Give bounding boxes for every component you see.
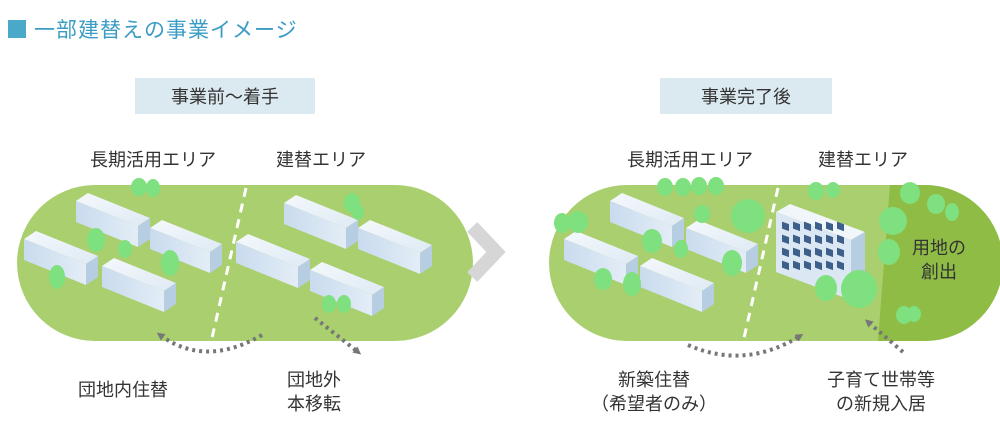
area-label-rebuild-after: 建替エリア <box>818 150 908 171</box>
new-housing-label: 新築住替 （希望者のみ） <box>584 369 724 417</box>
trees-after <box>554 177 959 324</box>
trees-before <box>49 178 364 313</box>
area-label-rebuild-before: 建替エリア <box>276 150 366 171</box>
land-creation-line1: 用地の <box>912 238 966 259</box>
families-line2: の新規入居 <box>836 394 926 415</box>
tree-icon <box>731 199 765 233</box>
tree-icon <box>322 295 336 313</box>
tree-icon <box>623 272 641 296</box>
tree-icon <box>657 178 673 196</box>
tree-icon <box>808 182 824 200</box>
new-housing-line2: （希望者のみ） <box>591 394 717 415</box>
tree-icon <box>674 240 688 258</box>
building-icon <box>76 193 150 247</box>
land-creation-label: 用地の 創出 <box>906 237 972 285</box>
building-icon <box>102 258 176 312</box>
area-label-long-term-before: 長期活用エリア <box>90 150 216 171</box>
tree-icon <box>691 177 707 195</box>
building-icon <box>284 195 358 249</box>
tree-icon <box>826 182 840 198</box>
tree-icon <box>927 194 945 214</box>
area-label-long-term-after: 長期活用エリア <box>627 150 753 171</box>
move-outside-line1: 団地外 <box>287 370 341 391</box>
building-icon <box>358 220 432 274</box>
tree-icon <box>900 182 920 204</box>
families-label: 子育て世帯等 の新規入居 <box>806 369 956 417</box>
tree-icon <box>675 178 691 196</box>
stage-label-before: 事業前～着手 <box>135 78 315 114</box>
stage-label-after: 事業完了後 <box>660 78 832 114</box>
new-building-icon <box>776 204 865 300</box>
dotted-arrow-new-housing <box>687 333 804 358</box>
new-housing-line1: 新築住替 <box>618 370 690 391</box>
tree-icon <box>945 203 959 221</box>
dotted-arrow-inside <box>156 332 264 354</box>
tree-icon <box>49 265 65 289</box>
dotted-arrow-families <box>864 319 905 354</box>
tree-icon <box>554 213 570 233</box>
dotted-arrow-outside <box>313 316 362 355</box>
title-text: 一部建替えの事業イメージ <box>34 18 298 42</box>
families-line1: 子育て世帯等 <box>827 370 935 391</box>
tree-icon <box>568 211 588 233</box>
building-icon <box>236 234 310 288</box>
tree-icon <box>708 177 724 195</box>
tree-icon <box>642 229 662 253</box>
tree-icon <box>352 204 364 220</box>
building-icon <box>640 258 714 312</box>
tree-icon <box>841 270 877 308</box>
building-icon <box>150 220 222 273</box>
tree-icon <box>87 228 105 252</box>
tree-icon <box>878 239 900 265</box>
buildings-before <box>24 193 432 316</box>
move-outside-label: 団地外 本移転 <box>272 369 356 417</box>
tree-icon <box>337 295 351 313</box>
tree-icon <box>161 250 179 276</box>
building-icon <box>310 262 384 316</box>
tree-icon <box>815 275 837 301</box>
tree-icon <box>594 268 612 290</box>
tree-icon <box>907 306 921 322</box>
tree-icon <box>146 179 160 197</box>
land-creation-line2: 創出 <box>921 262 957 283</box>
tree-icon <box>131 178 147 196</box>
move-inside-label: 団地内住替 <box>78 380 168 401</box>
tree-icon <box>694 205 710 223</box>
tree-icon <box>722 250 742 276</box>
move-outside-line2: 本移転 <box>287 394 341 415</box>
section-title: 一部建替えの事業イメージ <box>8 14 298 44</box>
tree-icon <box>879 207 907 235</box>
transition-arrow-icon <box>467 222 506 282</box>
building-icon <box>24 231 98 285</box>
tree-icon <box>118 240 132 258</box>
title-square-icon <box>8 20 26 38</box>
